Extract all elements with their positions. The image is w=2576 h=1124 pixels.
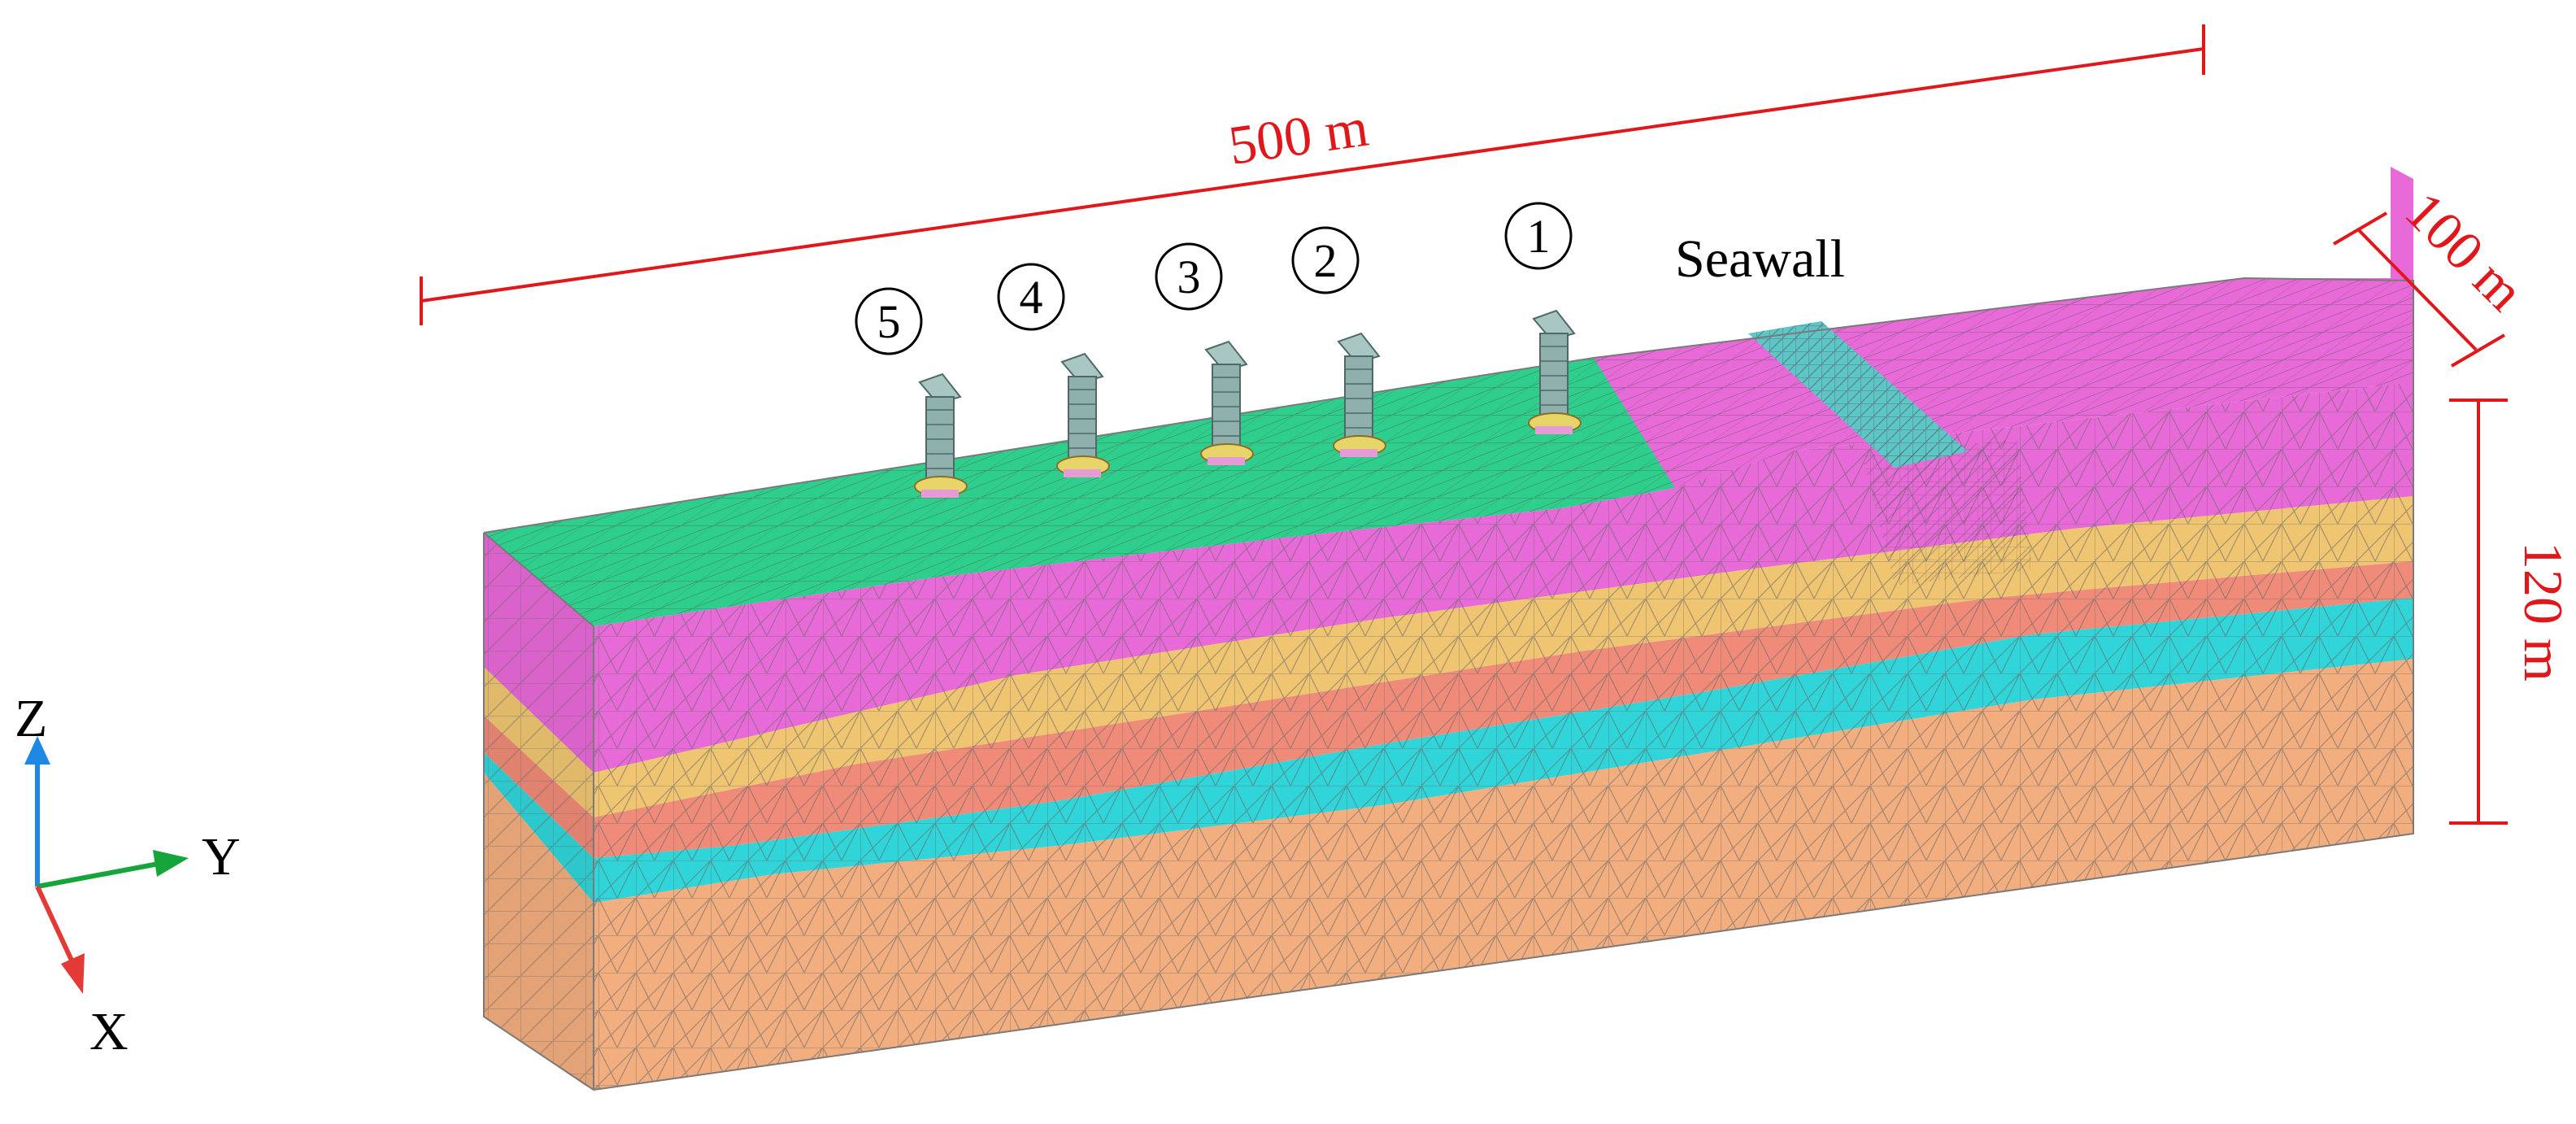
axis-x-line — [35, 885, 76, 965]
left-mesh — [484, 533, 594, 1090]
pier-5 — [914, 372, 968, 498]
pier-label-number: 3 — [1177, 251, 1201, 303]
pier-label-2: 2 — [1291, 226, 1360, 294]
dimension-length: 500 m — [420, 24, 2205, 325]
pier-column — [1344, 355, 1373, 438]
block-outline — [483, 277, 2414, 1091]
pier-label-1: 1 — [1504, 202, 1573, 270]
axis-z-label: Z — [15, 689, 47, 748]
axis-x-label: X — [89, 1002, 128, 1061]
pier-label-3: 3 — [1155, 242, 1223, 311]
dimension-width-tick-top — [2332, 211, 2388, 246]
top-mesh-magenta — [1594, 278, 2413, 488]
seawall-label: Seawall — [1675, 229, 1845, 289]
pier-column — [1068, 376, 1097, 459]
pier-4 — [1056, 352, 1110, 477]
pier-label-number: 5 — [877, 295, 901, 348]
axis-x-arrowhead — [61, 953, 85, 994]
pier-1 — [1528, 309, 1582, 434]
axis-y-label: Y — [202, 827, 241, 887]
dimension-width-line — [2356, 228, 2478, 351]
seawall-mesh — [1748, 321, 1968, 468]
dimension-height-label: 120 m — [2513, 542, 2574, 682]
pier-label-circle — [855, 287, 923, 355]
pier-structures — [914, 309, 1582, 498]
axis-z-arrowhead — [24, 736, 50, 765]
pier-label-circle — [1155, 242, 1223, 311]
axis-triad: Z Y X — [15, 689, 241, 1061]
axis-y-arrowhead — [153, 850, 189, 877]
dimension-width-label: 100 m — [2394, 180, 2536, 322]
pier-piles — [1208, 457, 1245, 465]
pier-3 — [1200, 340, 1254, 465]
pier-piles — [921, 490, 959, 498]
pier-piles — [1064, 469, 1101, 477]
pier-2 — [1333, 332, 1386, 457]
dimension-height: 120 m — [2449, 399, 2574, 825]
pier-label-number: 1 — [1527, 210, 1551, 263]
pier-number-labels: 5 4 3 2 1 — [855, 202, 1573, 355]
pier-label-number: 4 — [1020, 271, 1043, 324]
dimension-length-line — [420, 47, 2204, 303]
pier-label-4: 4 — [997, 263, 1065, 331]
dimension-length-label: 500 m — [1225, 96, 1372, 176]
pier-label-circle — [997, 263, 1065, 331]
axis-y-line — [37, 861, 159, 889]
block-edge — [483, 532, 594, 627]
pier-column — [1212, 364, 1241, 447]
pier-label-number: 2 — [1314, 234, 1338, 287]
pier-column — [1539, 333, 1569, 416]
seawall-dense-zone — [1862, 439, 2033, 586]
pier-piles — [1535, 426, 1573, 434]
top-mesh-green — [484, 358, 1675, 626]
pier-piles — [1340, 449, 1377, 457]
pier-label-circle — [1291, 226, 1360, 294]
pier-label-circle — [1504, 202, 1573, 270]
dimension-width-tick-bottom — [2450, 333, 2506, 368]
pier-label-5: 5 — [855, 287, 923, 355]
pier-column — [925, 396, 955, 479]
soil-block — [483, 167, 2414, 1091]
